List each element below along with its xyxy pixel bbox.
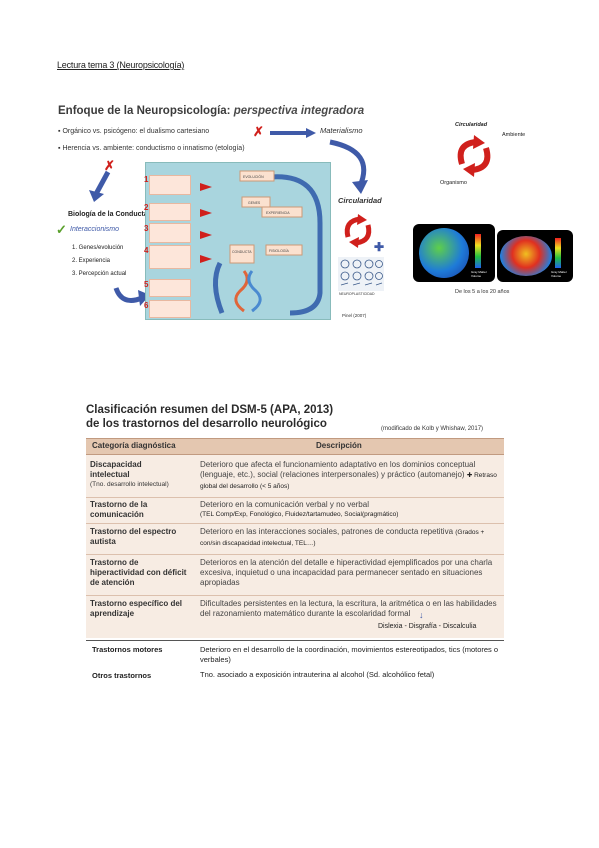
bullet-dualism-text: Orgánico vs. psicógeno: el dualismo cart… — [62, 128, 210, 135]
diagram-number: 1 — [144, 175, 149, 184]
row-note: ✚ Retraso global del desarrollo (< 5 año… — [200, 472, 497, 490]
category-name: Trastorno de la comunicación — [90, 500, 148, 519]
table-header: Categoría diagnóstica Descripción — [86, 438, 504, 455]
table-title-line1: Clasificación resumen del DSM-5 (APA, 20… — [86, 404, 334, 416]
row-note: Dislexia - Disgrafía - Discalculia — [378, 623, 477, 630]
slide-title-italic: perspectiva integradora — [233, 105, 365, 117]
description-text: Deterioro en el desarrollo de la coordin… — [200, 645, 499, 664]
ambiente-label: Ambiente — [502, 132, 526, 138]
list-item: 3. Percepción actual — [72, 271, 127, 277]
pinel-diagram: 1 2 3 4 5 6 EVOLUCIÓN GENES EXPERIENCIA … — [144, 162, 331, 320]
down-arrow-icon — [89, 170, 111, 202]
plus-icon: ✚ — [374, 240, 385, 254]
description-text: Deterioro en la comunicación verbal y no… — [200, 500, 369, 509]
box-conducta: CONDUCTA — [232, 250, 252, 254]
circularidad-label-right: Circularidad — [455, 122, 488, 128]
organismo-label: Organismo — [440, 180, 467, 186]
diagram-number: 4 — [144, 246, 149, 255]
color-scale-legend-2 — [555, 238, 561, 268]
color-scale-legend — [475, 234, 481, 268]
category-name: Trastornos motores — [92, 645, 163, 654]
diagram-number: 2 — [144, 203, 149, 212]
brain-image-2: Gray Matter Volume — [497, 230, 573, 282]
description-text: Deterioro que afecta el funcionamiento a… — [200, 460, 476, 479]
slide-title: Enfoque de la Neuropsicología: perspecti… — [58, 105, 364, 117]
check-icon: ✓ — [56, 222, 67, 237]
column-header-description: Descripción — [316, 441, 362, 450]
legend-label: Gray Matter Volume — [551, 270, 567, 278]
diagram-number: 3 — [144, 224, 149, 233]
table-row: Discapacidad intelectual (Tno. desarroll… — [90, 460, 200, 490]
category-name: Otros trastornos — [92, 671, 152, 680]
box-genes: GENES — [248, 201, 261, 205]
table-title-line2: de los trastornos del desarrollo neuroló… — [86, 418, 327, 430]
bullet-heredity-text: Herencia vs. ambiente: conductismo o inn… — [62, 145, 245, 152]
brain-caption: De los 5 a los 20 años — [455, 289, 510, 295]
description-text: Dificultades persistentes en la lectura,… — [200, 599, 497, 618]
down-arrow-icon-small: ↓ — [419, 610, 424, 620]
box-experiencia: EXPERIENCIA — [266, 211, 290, 215]
bio-title: Biología de la Conducta — [68, 211, 148, 218]
category-name: Discapacidad intelectual — [90, 460, 142, 479]
source-note: (modificado de Kolb y Whishaw, 2017) — [381, 426, 484, 432]
table-title: Clasificación resumen del DSM-5 (APA, 20… — [86, 403, 333, 431]
description-cell: Deterioro en la comunicación verbal y no… — [200, 500, 500, 520]
document-header: Lectura tema 3 (Neuropsicología) — [57, 60, 185, 70]
materialismo-label: Materialismo — [320, 126, 363, 135]
legend-label: Gray Matter Volume — [471, 270, 487, 278]
list-item: 1. Genes/evolución — [72, 245, 124, 251]
x-mark-icon-2: ✗ — [104, 158, 115, 173]
box-evolucion: EVOLUCIÓN — [243, 174, 264, 179]
dsm5-table: Categoría diagnóstica Descripción Discap… — [86, 438, 504, 638]
arrow-right-icon — [270, 128, 316, 138]
brain-image-1: Gray Matter Volume — [413, 224, 495, 282]
list-item: 2. Experiencia — [72, 258, 111, 264]
diagram-number: 5 — [144, 280, 149, 289]
category-name: Trastorno de hiperactividad con déficit … — [90, 558, 187, 587]
bio-list: 1. Genes/evolución 2. Experiencia 3. Per… — [72, 242, 126, 281]
description-text: Deterioro en las interacciones sociales,… — [200, 527, 454, 536]
circular-arrows-icon — [344, 214, 372, 248]
citation-pinel: Pinel (2007) — [342, 313, 367, 318]
curved-arrow-icon — [329, 139, 368, 194]
neuroplasticity-caption: NEUROPLASTICIDAD — [339, 292, 375, 296]
category-name: Trastorno específico del aprendizaje — [90, 599, 183, 618]
box-fisiologia: FISIOLOGÍA — [269, 249, 290, 253]
circularidad-label: Circularidad — [338, 196, 382, 205]
description-cell: Deterioro que afecta el funcionamiento a… — [200, 460, 500, 492]
column-header-category: Categoría diagnóstica — [92, 441, 176, 450]
diagram-number: 6 — [144, 301, 149, 310]
neuroplasticity-image — [338, 257, 384, 291]
description-cell: Deterioro en las interacciones sociales,… — [200, 527, 500, 549]
description-text: Tno. asociado a exposición intrauterina … — [200, 670, 435, 679]
bullet-dualism: ▪ Orgánico vs. psicógeno: el dualismo ca… — [58, 128, 210, 135]
circular-arrows-icon-right — [457, 135, 491, 177]
category-name: Trastorno del espectro autista — [90, 527, 177, 546]
category-subtitle: (Tno. desarrollo intelectual) — [90, 481, 169, 488]
interaccionismo-label: Interaccionismo — [70, 226, 120, 233]
row-note: (Grados + con/sin discapacidad intelectu… — [200, 529, 485, 547]
bullet-heredity: ▪ Herencia vs. ambiente: conductismo o i… — [58, 145, 245, 152]
slide-title-plain: Enfoque de la Neuropsicología: — [58, 105, 234, 117]
description-text: Deterioros en la atención del detalle e … — [200, 558, 493, 587]
x-mark-icon: ✗ — [253, 124, 264, 139]
divider — [86, 640, 504, 641]
row-note: (TEL Comp/Exp, Fonológico, Fluidez/tarta… — [200, 511, 399, 518]
